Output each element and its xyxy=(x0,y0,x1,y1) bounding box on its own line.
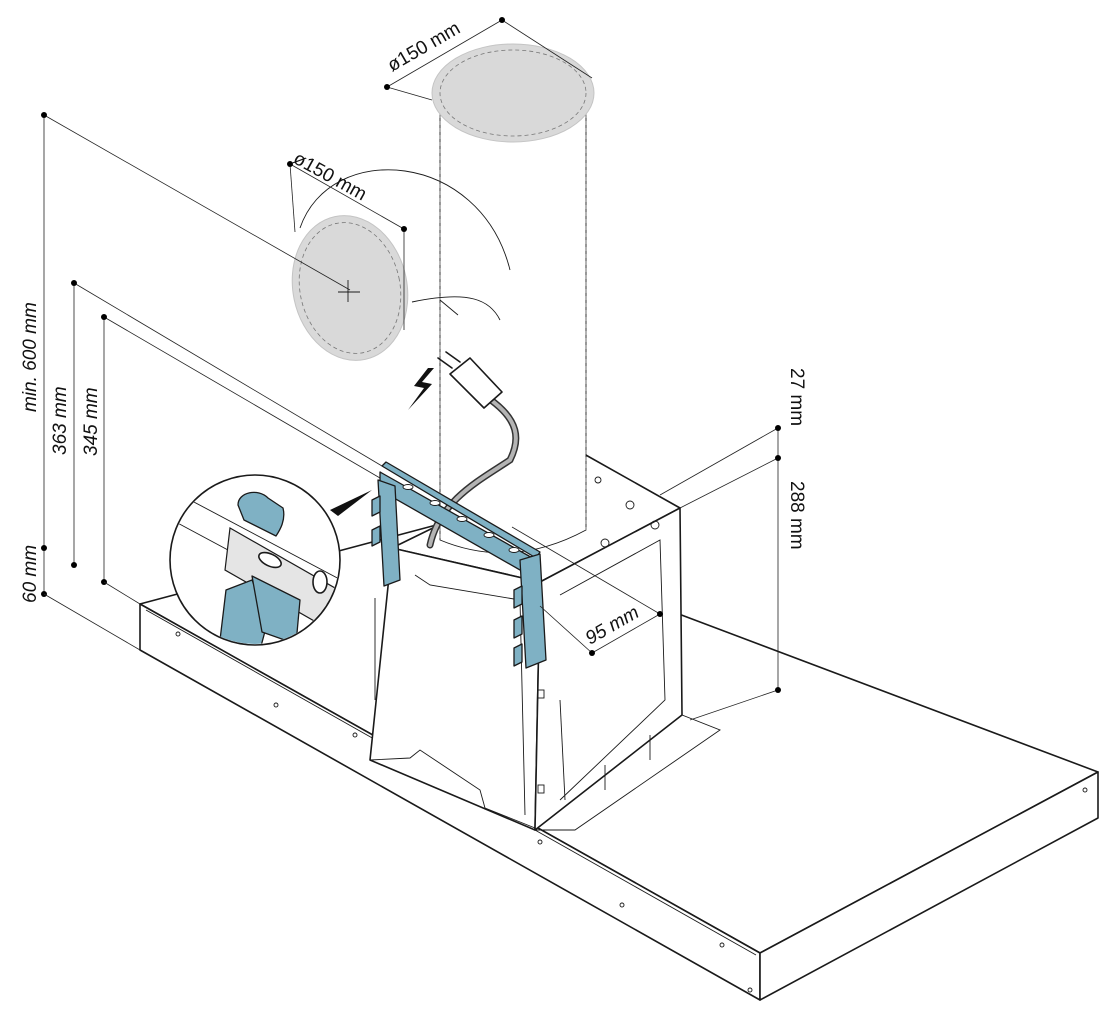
power-plug-icon xyxy=(437,351,503,409)
height-345-label: 345 mm xyxy=(81,387,102,456)
min-height-label: min. 600 mm xyxy=(20,302,41,412)
height-60-label: 60 mm xyxy=(20,545,41,603)
duct-top-opening xyxy=(431,43,595,143)
motor-housing xyxy=(369,453,721,831)
duct-side-diameter-label: ø150 mm xyxy=(290,148,370,205)
height-288-label: 288 mm xyxy=(786,481,807,550)
height-27-label: 27 mm xyxy=(786,368,807,426)
lightning-bolt-icon xyxy=(408,368,434,410)
side-duct-opening xyxy=(291,215,409,361)
height-363-label: 363 mm xyxy=(50,386,71,455)
dimension-lines xyxy=(41,17,781,721)
magnifier-detail-callout xyxy=(169,474,372,646)
vertical-duct xyxy=(299,43,595,554)
mounting-bracket xyxy=(371,461,547,669)
